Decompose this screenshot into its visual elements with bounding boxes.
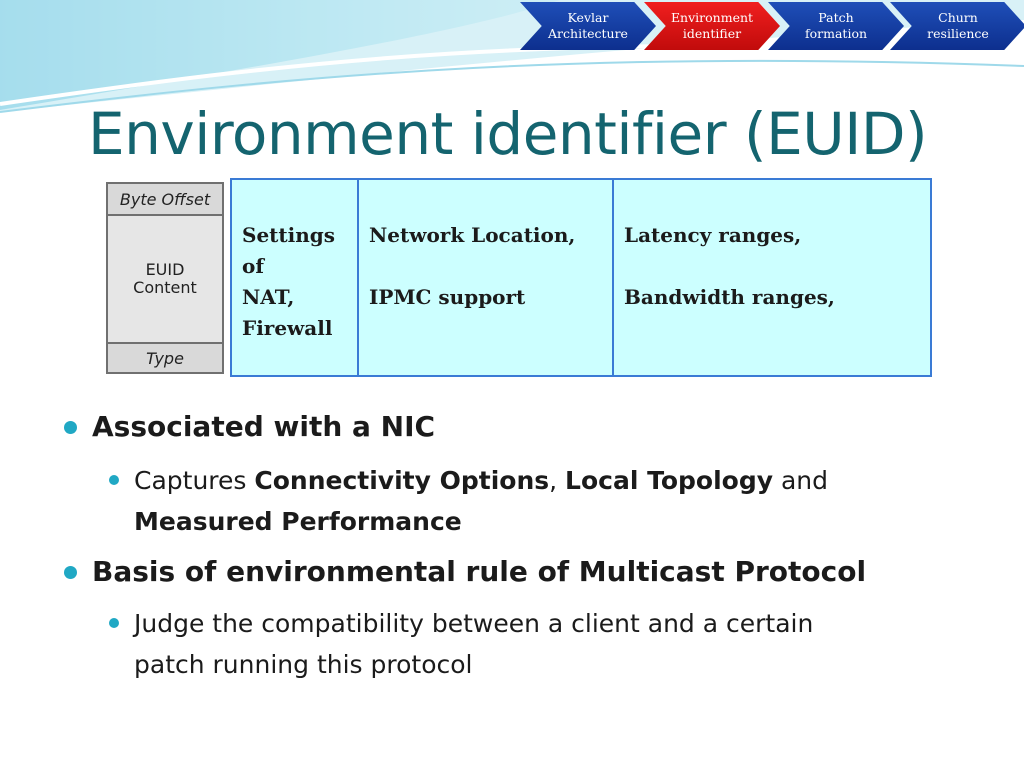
keyword-connectivity-options: Connectivity Options: [254, 466, 550, 495]
text-segment: and: [773, 466, 829, 495]
legend-euid-content: EUID Content: [108, 216, 222, 344]
sub-bullet-captures: Captures Connectivity Options, Local Top…: [134, 460, 914, 542]
keyword-measured-performance: Measured Performance: [134, 507, 462, 536]
euid-cell-network: Network Location, IPMC support: [359, 180, 614, 375]
slide-title: Environment identifier (EUID): [88, 100, 928, 168]
euid-cell-performance: Latency ranges, Bandwidth ranges,: [614, 180, 930, 375]
text-line: patch running this protocol: [134, 650, 473, 679]
sub-bullet-dot-icon: [109, 618, 119, 628]
cell-line: Settings: [242, 223, 336, 247]
text-segment: ,: [549, 466, 566, 495]
nav-label: Patch formation: [804, 10, 868, 41]
bullet-dot-icon: [64, 421, 77, 434]
cell-line: Latency ranges,: [624, 223, 802, 247]
cell-line: Bandwidth ranges,: [624, 285, 835, 309]
nav-kevlar-architecture[interactable]: Kevlar Architecture: [520, 2, 656, 50]
cell-line: Network Location,: [369, 223, 576, 247]
sub-bullet-judge: Judge the compatibility between a client…: [134, 603, 954, 685]
nav-environment-identifier[interactable]: Environment identifier: [644, 2, 780, 50]
nav-label: Churn resilience: [927, 10, 989, 41]
text-line: Judge the compatibility between a client…: [134, 609, 814, 638]
nav-churn-resilience[interactable]: Churn resilience: [890, 2, 1024, 50]
section-navigation: Kevlar Architecture Environment identifi…: [520, 2, 1024, 52]
euid-format-legend: Byte Offset EUID Content Type: [106, 182, 224, 374]
legend-byte-offset: Byte Offset: [108, 184, 222, 216]
nav-label: Kevlar Architecture: [548, 10, 628, 41]
text-segment: Captures: [134, 466, 255, 495]
nav-label: Environment identifier: [670, 10, 754, 41]
sub-bullet-dot-icon: [109, 475, 119, 485]
nav-patch-formation[interactable]: Patch formation: [768, 2, 904, 50]
cell-line: NAT,: [242, 285, 295, 309]
cell-line: of: [242, 254, 264, 278]
legend-type: Type: [146, 348, 184, 368]
euid-fields-table: Settings of NAT, Firewall Network Locati…: [230, 178, 932, 377]
keyword-local-topology: Local Topology: [565, 466, 774, 495]
bullet-basis-multicast: Basis of environmental rule of Multicast…: [92, 555, 867, 588]
bullet-dot-icon: [64, 566, 77, 579]
euid-cell-settings: Settings of NAT, Firewall: [232, 180, 359, 375]
cell-line: IPMC support: [369, 285, 526, 309]
bullet-associated-nic: Associated with a NIC: [92, 410, 436, 443]
cell-line: Firewall: [242, 316, 333, 340]
